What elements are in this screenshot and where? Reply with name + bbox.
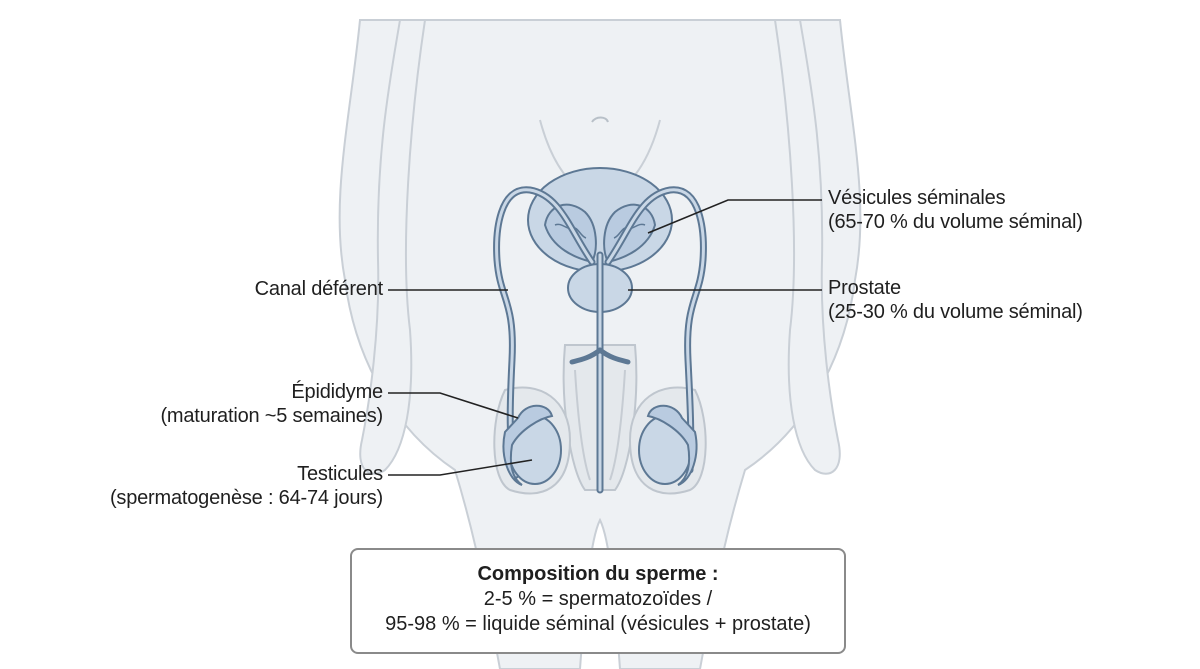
composition-title: Composition du sperme :	[477, 563, 719, 585]
composition-line-1: 2-5 % = spermatozoïdes /	[483, 588, 713, 610]
label-vas-deferens: Canal déférent	[254, 277, 384, 301]
leader-lines	[388, 199, 822, 476]
epididymis-name: Épididyme	[291, 381, 383, 403]
navel	[591, 116, 609, 123]
prostate-detail: (25-30 % du volume séminal)	[828, 301, 1083, 323]
testicles-detail: (spermatogenèse : 64-74 jours)	[109, 487, 383, 509]
epididymis-left	[502, 404, 554, 486]
vas-deferens-name: Canal déférent	[254, 278, 384, 300]
urethra	[569, 251, 631, 494]
seminal-vesicles-detail: (65-70 % du volume séminal)	[828, 211, 1083, 233]
testicles-name: Testicules	[297, 463, 383, 485]
seminal-vesicles-name: Vésicules séminales	[828, 187, 1006, 209]
label-seminal-vesicles: Vésicules séminales (65-70 % du volume s…	[828, 186, 1083, 234]
label-epididymis: Épididyme (maturation ~5 semaines)	[160, 380, 383, 428]
leader-testicles	[388, 459, 533, 476]
vas-deferens-left	[493, 186, 596, 479]
prostate-name: Prostate	[828, 277, 901, 299]
epididymis-detail: (maturation ~5 semaines)	[160, 405, 383, 427]
composition-box: Composition du sperme : 2-5 % = spermato…	[350, 548, 846, 654]
leader-seminal-vesicles	[647, 199, 822, 234]
epididymis-right	[646, 404, 698, 486]
label-prostate: Prostate (25-30 % du volume séminal)	[828, 276, 1083, 324]
composition-line-2: 95-98 % = liquide séminal (vésicules + p…	[385, 613, 811, 635]
leader-epididymis	[388, 392, 519, 419]
vas-deferens-right	[604, 186, 707, 474]
label-testicles: Testicules (spermatogenèse : 64-74 jours…	[110, 462, 383, 510]
